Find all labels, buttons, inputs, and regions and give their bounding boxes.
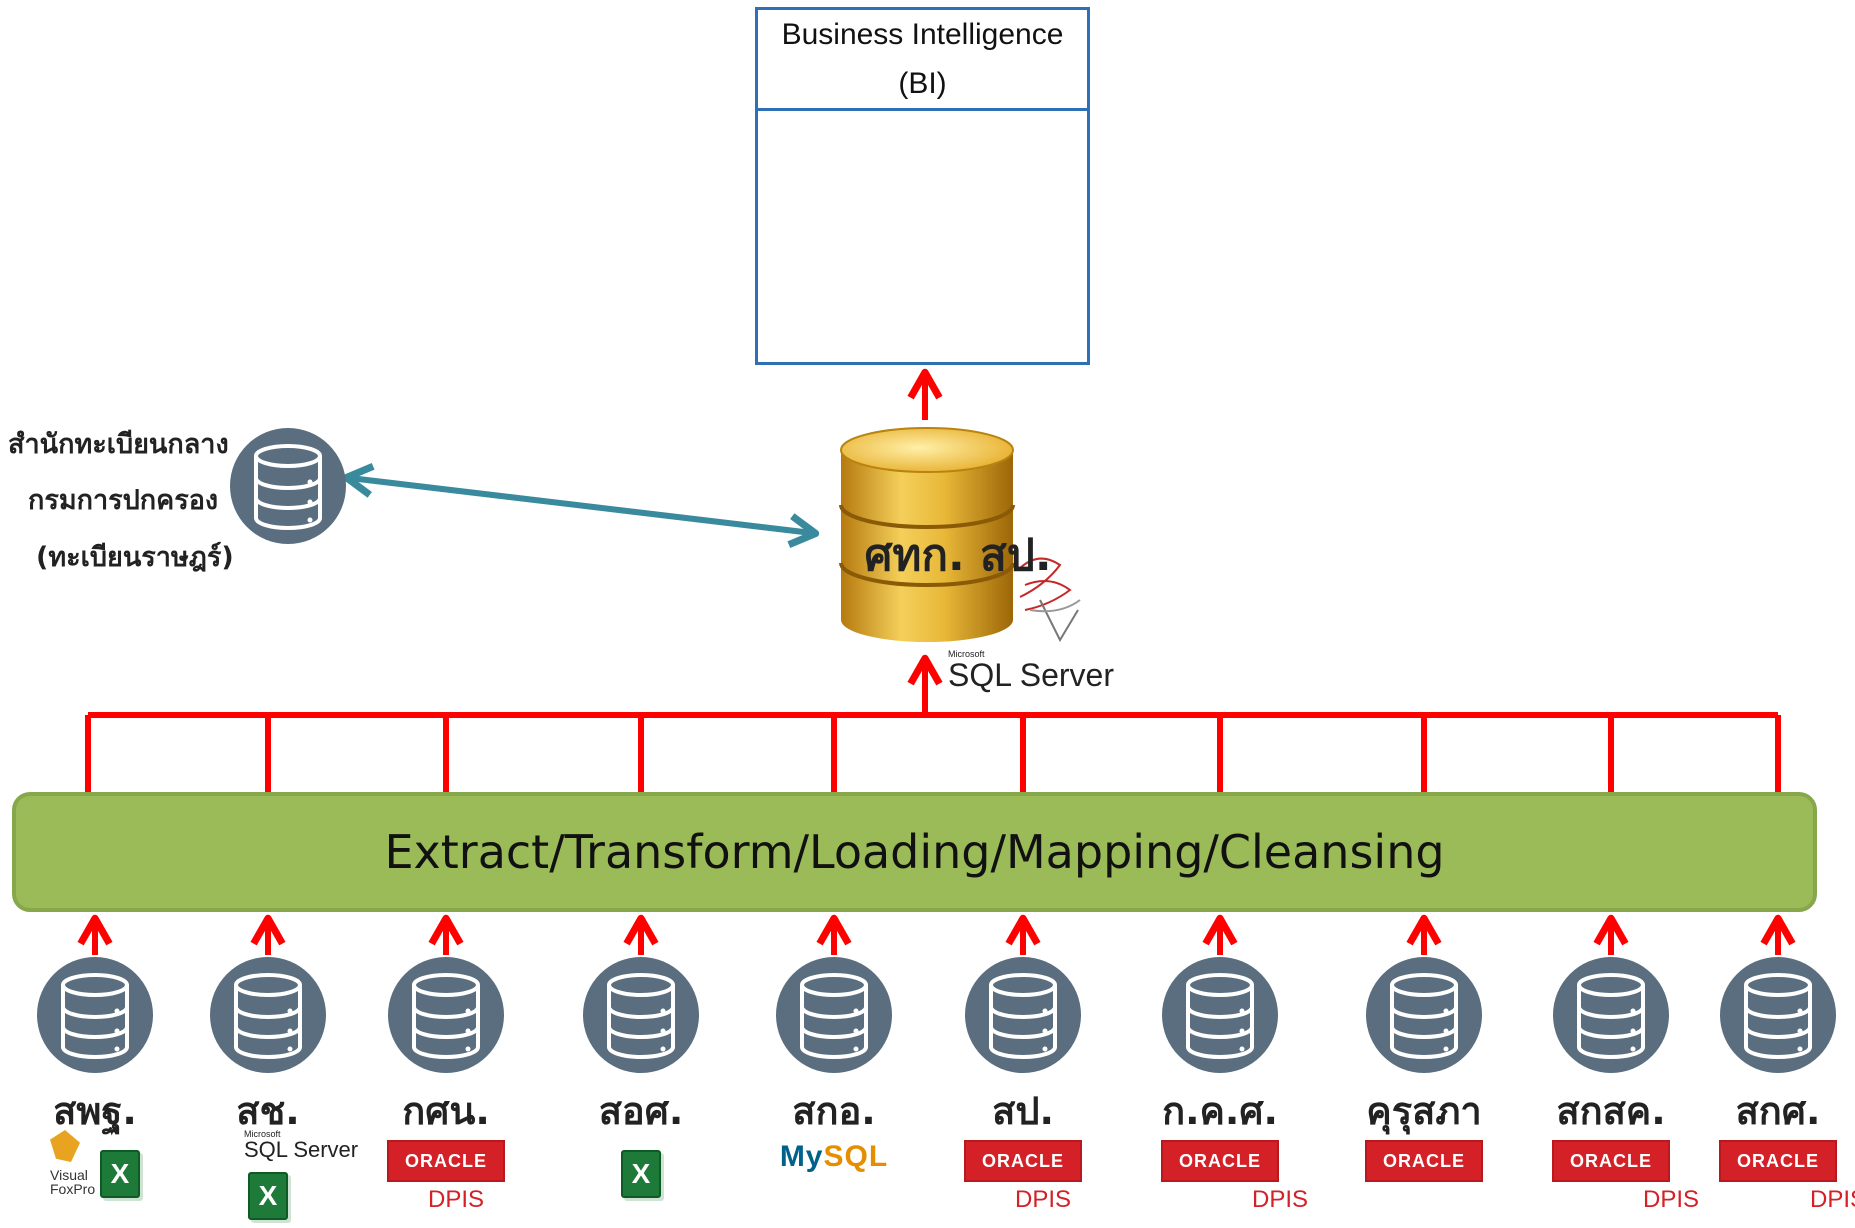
source-name: สกอ. xyxy=(792,1089,876,1133)
dpis-label: DPIS xyxy=(1014,1186,1072,1213)
central-database-label: ศทก. สป. xyxy=(864,530,1052,581)
oracle-logo: ORACLE xyxy=(1719,1140,1837,1182)
excel-icon: X xyxy=(621,1150,661,1198)
foxpro-name-text: FoxPro xyxy=(50,1181,96,1197)
source-database-icon xyxy=(208,955,328,1075)
excel-icon: X xyxy=(100,1150,140,1198)
etl-band: Extract/Transform/Loading/Mapping/Cleans… xyxy=(12,792,1817,912)
registry-line3: (ทะเบียนราษฎร์) xyxy=(36,542,234,573)
oracle-logo: ORACLE xyxy=(964,1140,1082,1182)
registry-database-icon xyxy=(228,426,348,546)
source-name: สกสค. xyxy=(1556,1089,1666,1133)
source-database-icon xyxy=(386,955,506,1075)
source-name: สอศ. xyxy=(598,1089,684,1133)
oracle-logo: ORACLE xyxy=(1552,1140,1670,1182)
sqlserver-text: SQL Server xyxy=(244,1137,359,1162)
mysql-logo: MySQL xyxy=(780,1140,888,1174)
source-name: คุรุสภา xyxy=(1366,1089,1482,1133)
sqlserver-microsoft-text: Microsoft xyxy=(948,649,985,659)
source-database-icon xyxy=(1718,955,1838,1075)
dpis-label: DPIS xyxy=(1642,1186,1700,1213)
oracle-logo: ORACLE xyxy=(1161,1140,1279,1182)
upper-connector-network xyxy=(85,712,1781,792)
oracle-logo: ORACLE xyxy=(1365,1140,1483,1182)
foxpro-visual-text: Visual xyxy=(50,1167,88,1183)
bi-panel: Business Intelligence (BI) xyxy=(755,7,1090,365)
dpis-label: DPIS xyxy=(1251,1186,1309,1213)
source-name: ก.ค.ศ. xyxy=(1162,1089,1278,1133)
central-database-icon xyxy=(839,427,1015,642)
bi-title: Business Intelligence (BI) xyxy=(758,10,1087,111)
source-database-icon xyxy=(1160,955,1280,1075)
source-database-icon xyxy=(581,955,701,1075)
excel-icon: X xyxy=(248,1172,288,1220)
registry-line1: สำนักทะเบียนกลาง xyxy=(8,429,229,460)
bi-title-line2: (BI) xyxy=(898,67,947,100)
registry-link-arrow xyxy=(342,462,820,549)
sqlserver-microsoft-text: Microsoft xyxy=(244,1129,281,1139)
mysql-my-text: My xyxy=(779,1140,824,1173)
source-name: สป. xyxy=(992,1089,1054,1133)
source-database-icon xyxy=(1364,955,1484,1075)
etl-label: Extract/Transform/Loading/Mapping/Cleans… xyxy=(384,825,1445,879)
dpis-label: DPIS xyxy=(1809,1186,1855,1213)
registry-line2: กรมการปกครอง xyxy=(28,485,219,516)
oracle-logo: ORACLE xyxy=(387,1140,505,1182)
sqlserver-text: SQL Server xyxy=(948,657,1114,693)
source-database-icon xyxy=(774,955,894,1075)
mysql-sql-text: SQL xyxy=(823,1140,889,1173)
source-database-icon xyxy=(963,955,1083,1075)
source-name: สพฐ. xyxy=(53,1089,137,1133)
sqlserver-swirl-icon xyxy=(1017,557,1081,643)
dpis-label: DPIS xyxy=(427,1186,485,1213)
bi-title-line1: Business Intelligence xyxy=(781,18,1064,51)
source-database-icon xyxy=(1551,955,1671,1075)
fox-icon xyxy=(50,1130,80,1162)
source-name: สช. xyxy=(236,1089,300,1133)
central-sqlserver-logo: Microsoft SQL Server xyxy=(948,649,1114,693)
source-database-icon xyxy=(35,955,155,1075)
source-name: สกศ. xyxy=(1735,1089,1821,1133)
source-name: กศน. xyxy=(402,1089,490,1133)
